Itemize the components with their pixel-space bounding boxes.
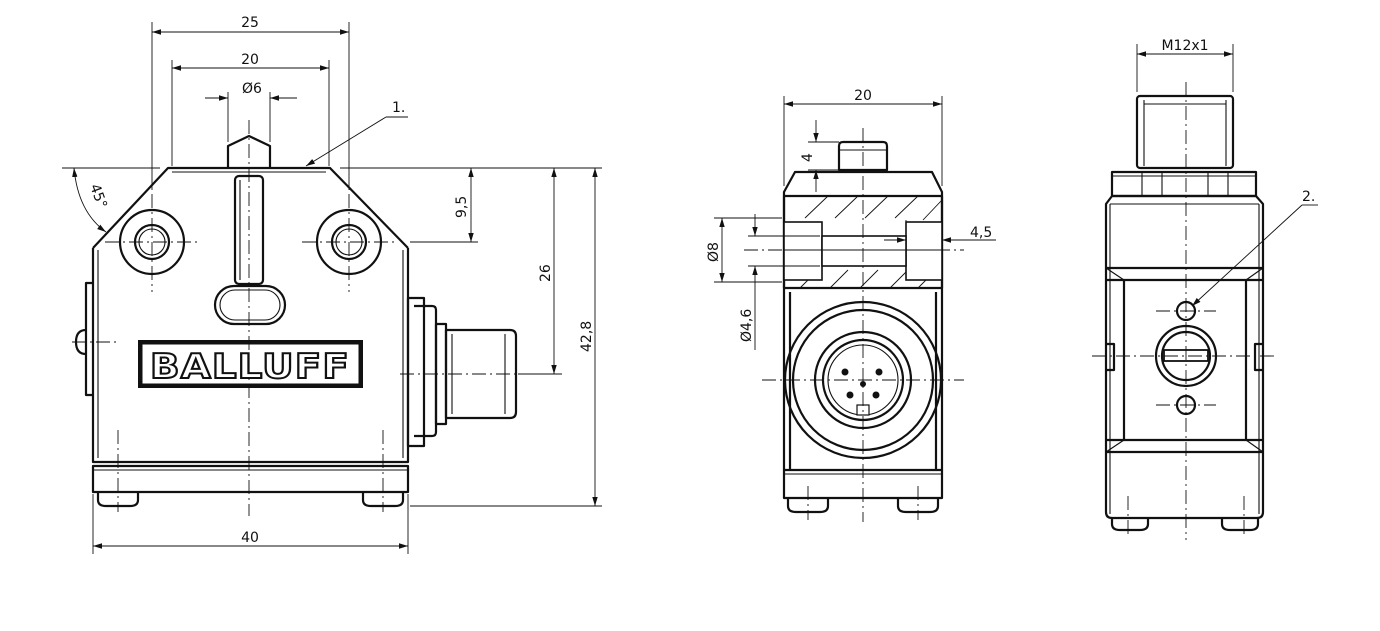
connector-front — [406, 296, 518, 448]
svg-text:25: 25 — [241, 15, 259, 31]
side-plunger — [837, 140, 889, 172]
svg-text:9,5: 9,5 — [454, 196, 470, 218]
front-view: BALLUFF 25 20 — [62, 15, 602, 554]
svg-text:Ø6: Ø6 — [242, 81, 262, 97]
oval-window — [213, 284, 287, 326]
svg-text:1.: 1. — [392, 100, 405, 116]
svg-text:20: 20 — [854, 88, 872, 104]
svg-text:2.: 2. — [1302, 189, 1315, 205]
balluff-logo: BALLUFF — [138, 340, 363, 388]
side-housing — [782, 170, 944, 500]
svg-text:BALLUFF: BALLUFF — [150, 347, 350, 387]
side-view: 20 4 Ø8 4,5 Ø4,6 — [706, 88, 996, 522]
svg-text:4: 4 — [800, 153, 816, 162]
svg-text:Ø4,6: Ø4,6 — [739, 309, 755, 342]
svg-text:40: 40 — [241, 530, 259, 546]
svg-text:42,8: 42,8 — [579, 321, 595, 352]
rear-view: M12x1 2. — [1092, 38, 1318, 540]
svg-text:M12x1: M12x1 — [1161, 38, 1208, 54]
rear-connector — [1135, 94, 1235, 170]
svg-text:20: 20 — [241, 52, 259, 68]
svg-text:4,5: 4,5 — [970, 225, 992, 241]
svg-text:Ø8: Ø8 — [706, 242, 722, 262]
rear-nut — [1110, 170, 1258, 198]
svg-text:26: 26 — [538, 264, 554, 282]
plunger — [226, 134, 272, 168]
base-plate — [91, 464, 410, 494]
svg-text:45°: 45° — [86, 182, 110, 211]
